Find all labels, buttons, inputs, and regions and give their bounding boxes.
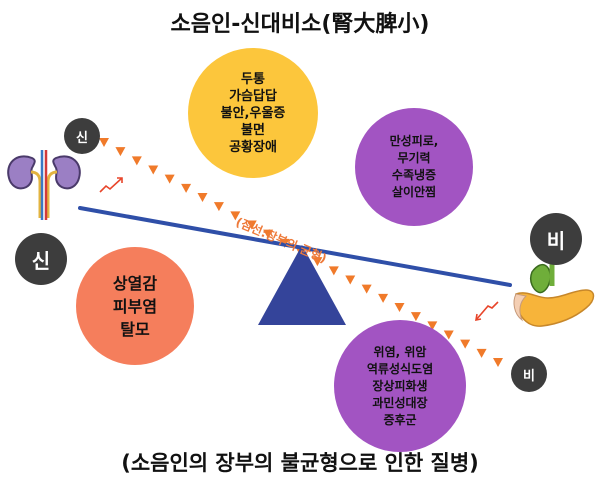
symptom-bubble-heat: 상열감 피부염 탈모	[76, 247, 194, 365]
page-title: 소음인-신대비소(腎大脾小)	[170, 12, 430, 37]
dotted-line-marker	[164, 174, 175, 184]
spleen-small-badge: 비	[511, 356, 547, 392]
balance-dotted-line	[99, 138, 503, 367]
symptom-text: 공황장애	[229, 139, 277, 155]
symptom-text: 탈모	[120, 319, 150, 339]
dotted-line-marker	[115, 147, 126, 157]
symptom-bubble-fatigue: 만성피로, 무기력 수족냉증 살이안찜	[355, 108, 473, 226]
balance-beam	[78, 206, 512, 287]
symptom-text: 과민성대장	[372, 395, 428, 410]
dotted-line-marker	[230, 211, 241, 221]
dotted-line-marker	[394, 303, 405, 312]
symptom-text: 상열감	[112, 273, 158, 293]
symptom-text: 무기력	[397, 151, 431, 165]
pancreas-icon	[513, 260, 595, 327]
symptom-bubble-upper: 두통 가슴답답 불안,우울증 불면 공황장애	[188, 48, 318, 178]
dotted-line-marker	[378, 293, 389, 303]
dotted-line-marker	[213, 202, 224, 212]
dotted-line-marker	[263, 229, 274, 239]
spleen-large-badge: 비	[530, 213, 582, 265]
symptom-text: 불안,우울증	[220, 105, 286, 121]
kidney-icon	[7, 150, 81, 220]
symptom-text: 살이안찜	[391, 185, 437, 199]
dotted-line-marker	[131, 156, 142, 166]
symptom-text: 수족냉증	[391, 168, 437, 182]
symptom-text: 위염, 위암	[373, 344, 427, 359]
kidney-small-badge: 신	[64, 118, 100, 154]
symptom-text: 가슴답답	[229, 88, 277, 104]
page-subtitle: (소음인의 장부의 불균형으로 인한 질병)	[121, 451, 479, 475]
symptom-text: 장상피화생	[372, 378, 428, 393]
symptom-text: 증후군	[383, 412, 417, 427]
up-arrow-left-icon	[99, 177, 123, 193]
dotted-line-marker	[410, 312, 421, 322]
dotted-line-marker	[345, 275, 356, 285]
kidney-large-badge: 신	[15, 233, 67, 285]
dotted-line-marker	[328, 266, 339, 276]
dotted-line-marker	[460, 339, 471, 349]
dotted-line-marker	[148, 165, 159, 175]
dotted-line-marker	[246, 220, 257, 230]
dotted-line-marker	[493, 358, 503, 367]
dotted-line-marker	[181, 183, 192, 193]
dotted-line-marker	[427, 321, 438, 331]
symptom-text: 만성피로,	[389, 134, 439, 148]
dotted-line-marker	[361, 284, 372, 294]
symptom-bubble-digestive: 위염, 위암 역류성식도염 장상피화생 과민성대장 증후군	[334, 320, 466, 452]
symptom-text: 역류성식도염	[366, 361, 434, 376]
symptom-text: 피부염	[112, 296, 158, 316]
dotted-line-marker	[476, 348, 487, 358]
dotted-line-marker	[312, 257, 323, 267]
dotted-line-marker	[197, 193, 208, 202]
fulcrum-triangle	[258, 245, 346, 325]
symptom-text: 불면	[241, 122, 265, 138]
dotted-line-marker	[443, 330, 454, 340]
dotted-line-marker	[99, 138, 109, 147]
down-arrow-right-icon	[475, 301, 499, 322]
symptom-text: 두통	[241, 71, 265, 87]
